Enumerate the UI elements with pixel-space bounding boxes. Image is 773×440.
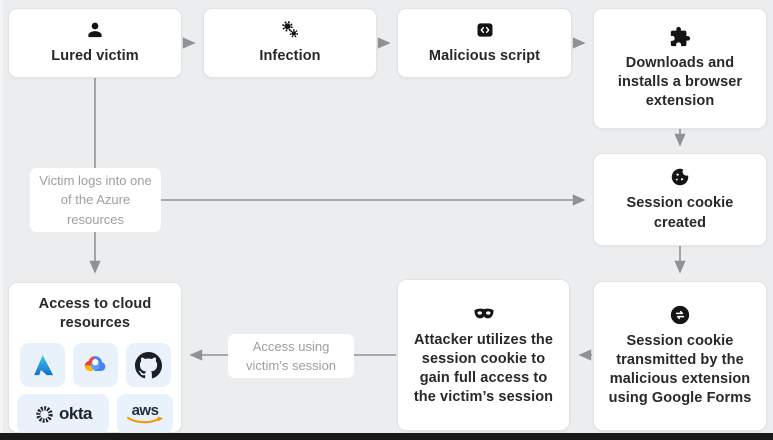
node-infection: Infection [203, 8, 377, 78]
edge-label-azure-login: Victim logs into one of the Azure resour… [30, 168, 161, 232]
node-label: Session cookie transmitted by the malici… [608, 332, 752, 407]
node-lured-victim: Lured victim [8, 8, 182, 78]
node-browser-extension: Downloads and installs a browser extensi… [593, 8, 767, 129]
okta-logo-text: okta [59, 404, 92, 424]
node-label: Access to cloud resources [38, 296, 152, 332]
node-malicious-script: Malicious script [397, 8, 572, 78]
node-cloud-access: Access to cloud resources [8, 282, 182, 435]
azure-logo-icon [19, 343, 65, 388]
code-block-icon [475, 19, 495, 41]
node-label: Session cookie created [626, 195, 734, 231]
node-cookie-transmitted: Session cookie transmitted by the malici… [593, 281, 767, 431]
node-label: Downloads and installs a browser extensi… [617, 54, 743, 110]
cloud-logo-grid: okta aws [17, 343, 173, 435]
person-icon [85, 19, 105, 41]
mask-icon [472, 303, 496, 325]
aws-logo-text: aws [131, 401, 159, 419]
google-cloud-logo-icon [72, 343, 118, 388]
okta-logo-icon: okta [17, 394, 109, 435]
node-session-cookie-created: Session cookie created [593, 153, 767, 246]
node-label: Malicious script [428, 48, 541, 65]
logo-row: okta aws [17, 394, 173, 435]
germs-gears-icon [279, 19, 301, 41]
transfer-circle-icon [669, 304, 691, 326]
edge-label-victim-session: Access using victim’s session [228, 334, 354, 378]
aws-logo-icon: aws [117, 394, 173, 435]
puzzle-piece-icon [669, 26, 691, 48]
github-logo-icon [125, 343, 171, 388]
logo-row [19, 343, 171, 388]
bottom-dark-bar [0, 433, 773, 440]
aws-smile-icon [127, 416, 163, 424]
cookie-icon [669, 166, 691, 188]
node-label: Attacker utilizes the session cookie to … [413, 331, 554, 406]
node-label: Infection [259, 48, 321, 65]
node-label: Lured victim [51, 48, 139, 65]
node-attacker-session: Attacker utilizes the session cookie to … [397, 279, 570, 431]
